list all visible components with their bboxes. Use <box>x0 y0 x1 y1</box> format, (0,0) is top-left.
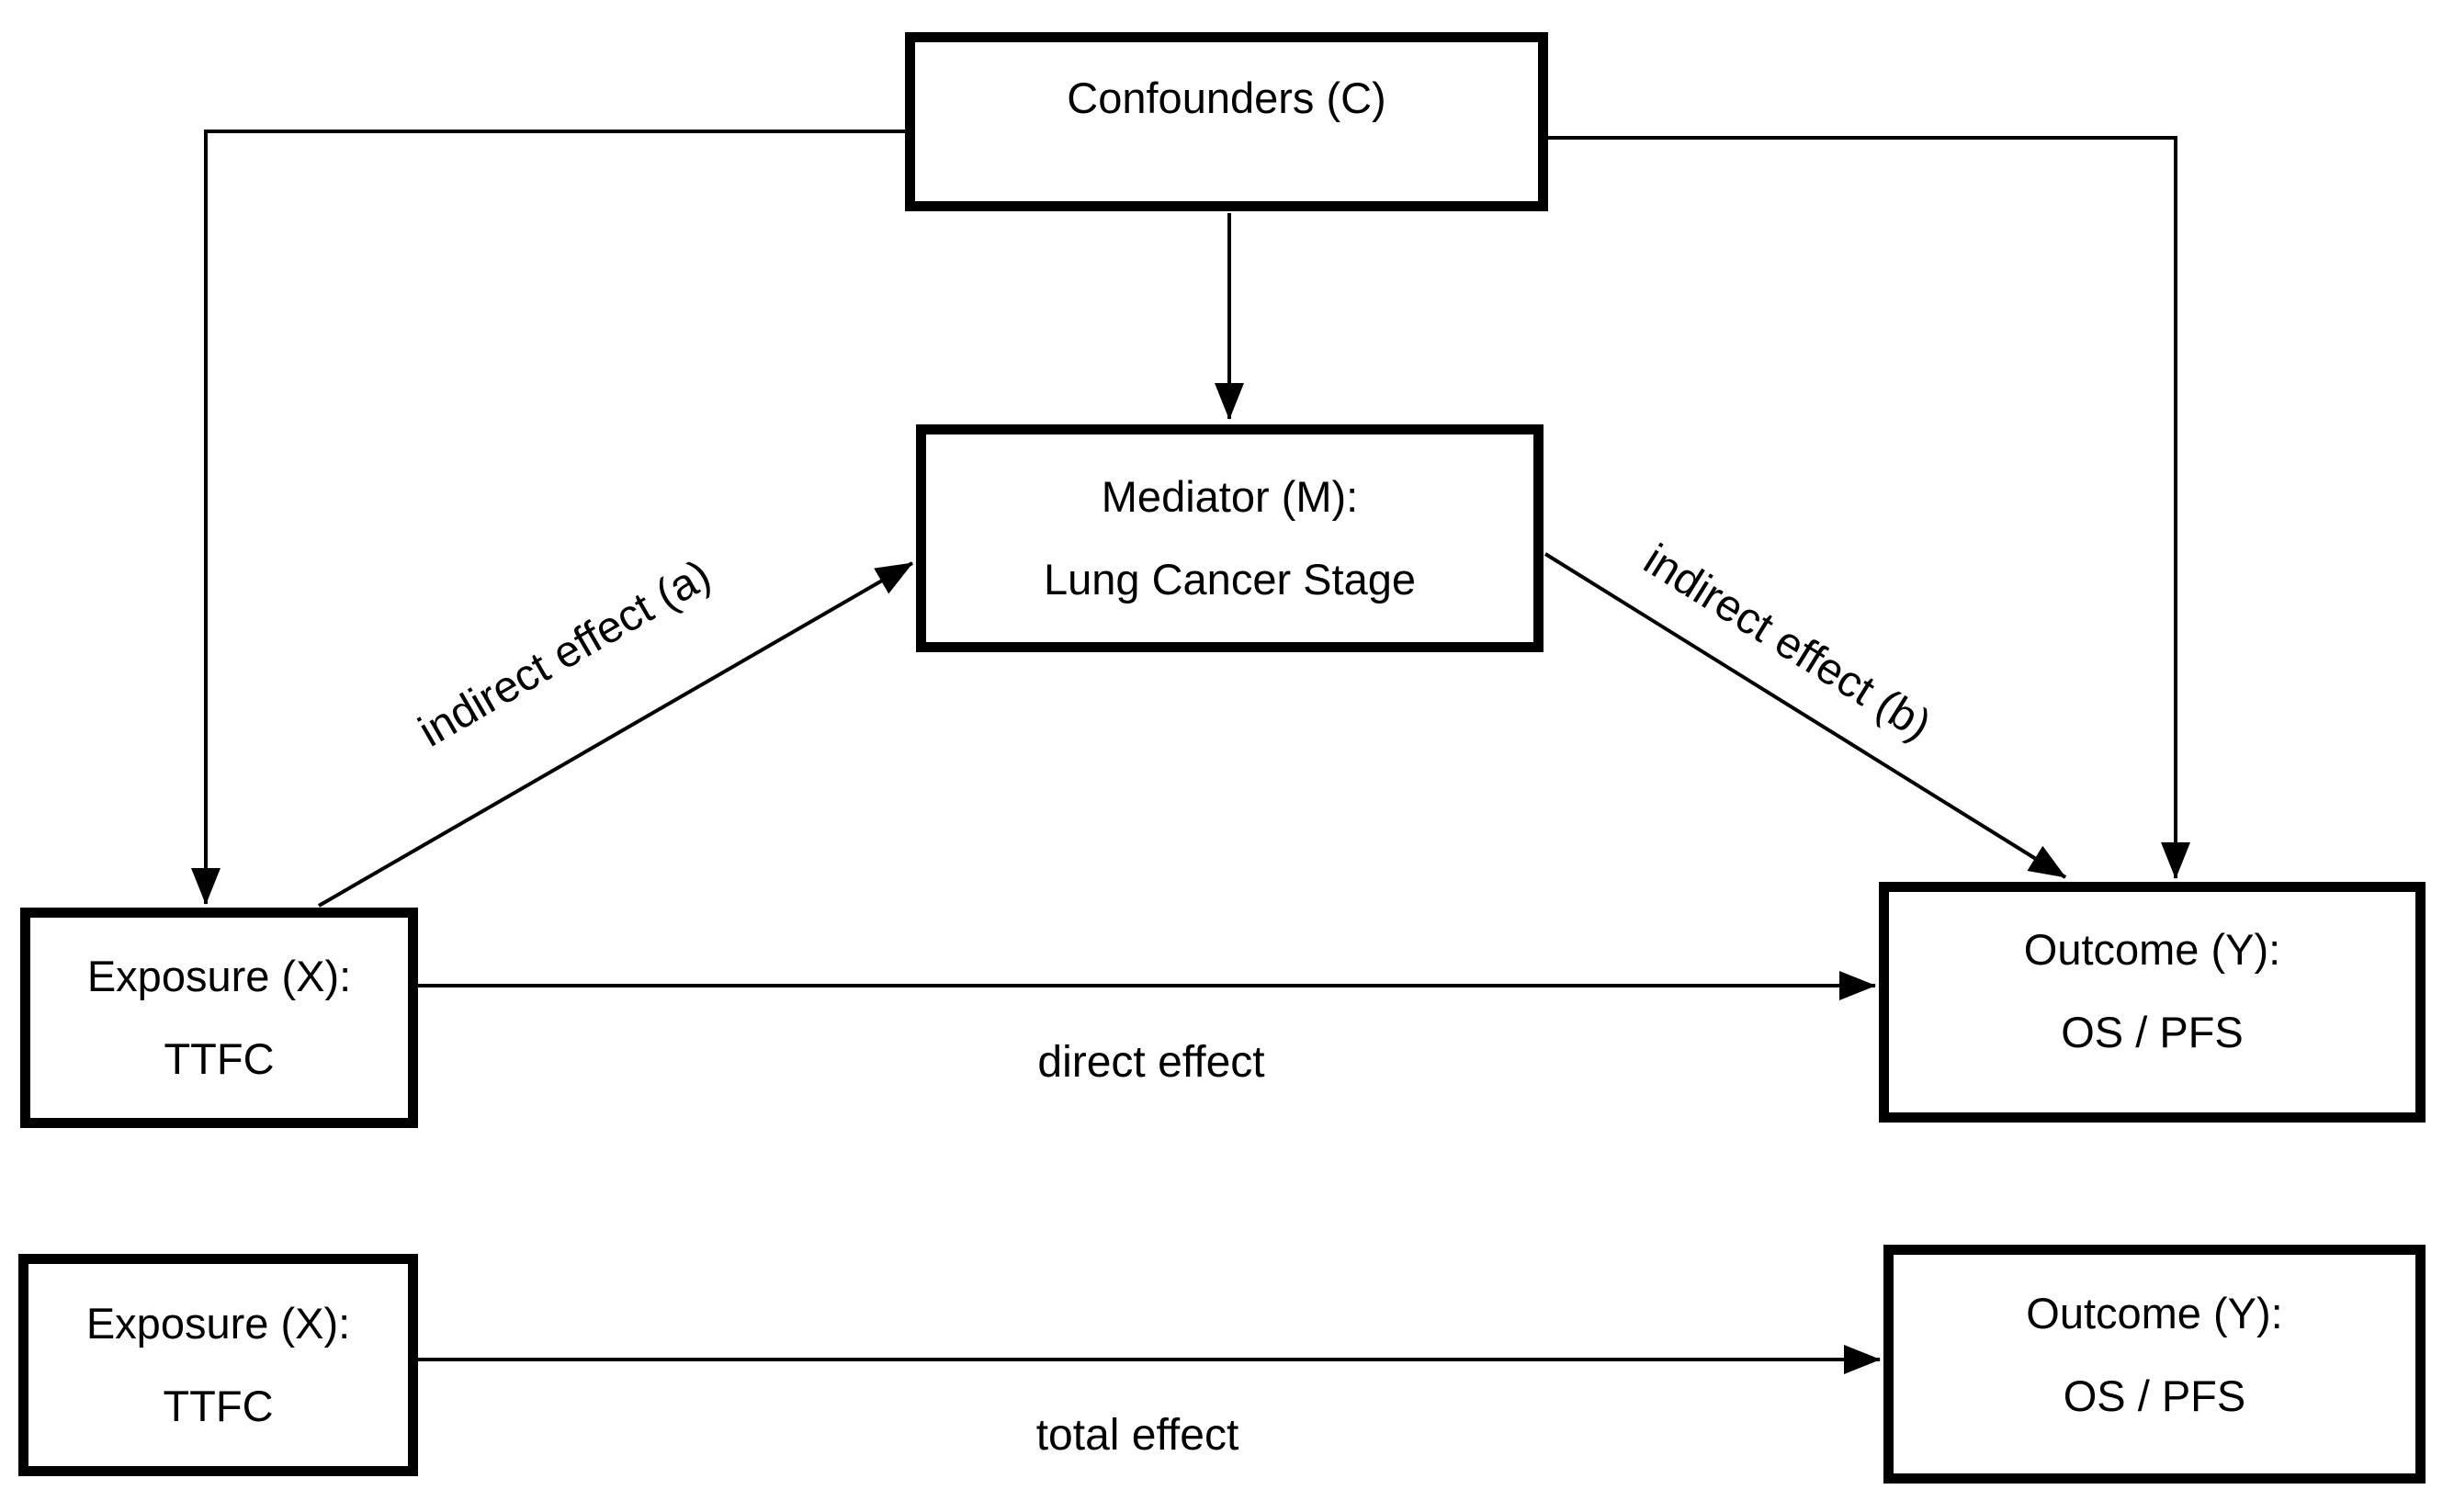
confounders-box: Confounders (C) <box>905 32 1548 211</box>
mediator-label-line2: Lung Cancer Stage <box>1043 555 1416 604</box>
outcome-label-line2: OS / PFS <box>2061 1008 2244 1056</box>
exposure-box: Exposure (X): TTFC <box>20 908 418 1128</box>
outcome-box: Outcome (Y): OS / PFS <box>1879 882 2426 1123</box>
exposure-bottom-label-line2: TTFC <box>163 1382 274 1430</box>
total-effect-label: total effect <box>1035 1411 1239 1460</box>
outcome-label-line1: Outcome (Y): <box>2023 925 2281 974</box>
direct-effect-label: direct effect <box>1037 1038 1265 1087</box>
outcome-bottom-label-line1: Outcome (Y): <box>2026 1289 2283 1337</box>
outcome-box-total-model: Outcome (Y): OS / PFS <box>1883 1245 2426 1484</box>
confounders-label: Confounders (C) <box>1067 73 1386 122</box>
edge-indirect-a <box>317 561 914 908</box>
outcome-bottom-label-line2: OS / PFS <box>2063 1371 2246 1420</box>
exposure-label-line2: TTFC <box>164 1034 275 1083</box>
edge-confounders-outcome <box>1548 136 2190 879</box>
mediator-box: Mediator (M): Lung Cancer Stage <box>916 424 1544 652</box>
exposure-label-line1: Exposure (X): <box>86 952 352 1000</box>
mediator-label-line1: Mediator (M): <box>1101 472 1359 521</box>
edge-indirect-b <box>1544 552 2067 879</box>
edge-confounders-exposure <box>191 130 905 905</box>
exposure-box-total-model: Exposure (X): TTFC <box>18 1254 418 1476</box>
exposure-bottom-label-line1: Exposure (X): <box>85 1299 351 1348</box>
